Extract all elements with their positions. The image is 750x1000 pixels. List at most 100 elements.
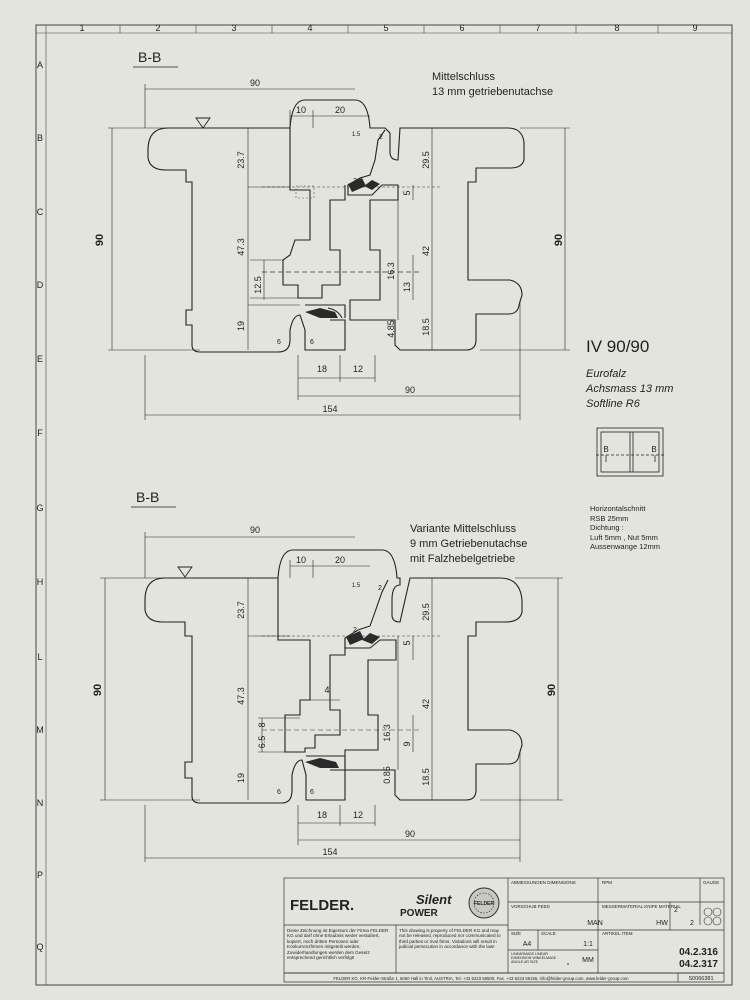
dim-12-5: 12.5	[253, 276, 263, 294]
model-number: IV 90/90	[586, 337, 649, 356]
dim-18: 18	[317, 364, 327, 374]
dim-6-5: 6.5	[257, 736, 267, 749]
spec-line3: Softline R6	[586, 398, 641, 410]
scale-label: SCALE	[541, 931, 556, 936]
section-1-title-line1: Mittelschluss	[432, 71, 495, 83]
dim-12: 12	[353, 810, 363, 820]
dim-12: 12	[353, 364, 363, 374]
dim-20: 20	[335, 555, 345, 565]
dim-42: 42	[421, 699, 431, 709]
section-2-title-line2: 9 mm Getriebenutachse	[410, 538, 527, 550]
section-1-dimension-lines	[108, 84, 570, 420]
column-label: 1	[79, 23, 84, 33]
dim-6a: 6	[277, 339, 281, 346]
scale-value: 1:1	[583, 941, 593, 948]
dim-19: 19	[236, 321, 246, 331]
row-label: G	[36, 503, 43, 513]
section-1-surface-mark	[195, 117, 211, 129]
dim-18-5: 18.5	[421, 768, 431, 786]
feed-value: MAN	[587, 920, 603, 927]
dim-right-90: 90	[546, 684, 558, 696]
section-1: B-B Mittelschluss 13 mm getriebenutachse	[94, 49, 570, 420]
size-label: SIZE	[511, 931, 521, 936]
knife-label: MESSERMATERIAL KNIFE MATERIAL	[602, 904, 681, 909]
drawing-code-1: 04.2.316	[679, 947, 718, 958]
spec-note: Horizontalschnitt	[590, 504, 646, 513]
section-1-title-line2: 13 mm getriebenutachse	[432, 86, 553, 98]
section-2-dimension-lines	[100, 532, 563, 862]
dim-1-5: 1.5	[352, 583, 361, 589]
dim-2a: 2	[378, 585, 382, 592]
row-label: B	[37, 133, 43, 143]
row-label: L	[37, 652, 42, 662]
dim-10: 10	[296, 555, 306, 565]
item-label: ARTIKEL ITEM	[602, 931, 633, 936]
dimensions-label: ABMESSUNGEN DIMENSIONS	[511, 880, 576, 885]
dim-18-5: 18.5	[421, 318, 431, 336]
section-2-title-line1: Variante Mittelschluss	[410, 523, 517, 535]
value-2: 2	[674, 907, 678, 914]
spec-note: RSB 25mm	[590, 514, 628, 523]
row-label: C	[37, 207, 44, 217]
dim-top-90: 90	[250, 525, 260, 535]
dim-6b: 6	[310, 789, 314, 796]
dim-2b: 2	[353, 178, 357, 185]
spec-note: Aussenwange 12mm	[590, 542, 660, 551]
window-label-right: B	[651, 445, 656, 454]
dim-8: 8	[257, 722, 267, 727]
section-2-title-line3: mit Falzhebelgetriebe	[410, 553, 515, 565]
dim-13: 13	[402, 282, 412, 292]
dim-29-5: 29.5	[421, 603, 431, 621]
row-label: D	[37, 280, 44, 290]
dim-2a: 2	[379, 134, 383, 141]
felder-seal-text: FELDER	[474, 901, 494, 907]
dim-16-3: 16.3	[382, 724, 392, 742]
feed-label: VORSCHUB FEED	[511, 904, 551, 909]
dim-47-3: 47.3	[236, 238, 246, 256]
dim-20: 20	[335, 105, 345, 115]
gauge-label: GAUGE	[703, 880, 719, 885]
rpm-label: RPM	[602, 880, 612, 885]
spec-line2: Achsmass 13 mm	[585, 383, 673, 395]
section-1-seals	[305, 178, 380, 318]
spec-note: Luft 5mm , Nut 5mm	[590, 533, 658, 542]
size-value: A4	[523, 941, 532, 948]
row-label: E	[37, 354, 43, 364]
dim-16-3: 16.3	[386, 262, 396, 280]
copyright-english: This drawing is property of FELDER KG an…	[399, 928, 501, 950]
dim-left-90: 90	[94, 234, 106, 246]
column-label: 9	[692, 23, 697, 33]
value-2b: 2	[690, 920, 694, 927]
dim-23-7: 23.7	[236, 151, 246, 169]
dim-1-5: 1.5	[352, 132, 361, 138]
column-label: 2	[155, 23, 160, 33]
spec-line1: Eurofalz	[586, 368, 627, 380]
silent-logo: Silent	[416, 892, 452, 907]
column-label: 4	[307, 23, 312, 33]
dim-6a: 6	[277, 789, 281, 796]
copyright-german: Diese Zeichnung ist Eigentum der Firma F…	[287, 928, 389, 961]
dim-23-7: 23.7	[236, 601, 246, 619]
brand-logo: FELDER.	[290, 897, 354, 914]
company-footer: FELDER KG, KR-Felder-Straße 1, 6060 Hall…	[333, 976, 629, 981]
unit-value: MM	[582, 957, 594, 964]
section-2-surface-mark	[177, 566, 193, 578]
dim-18: 18	[317, 810, 327, 820]
degree-value: °	[567, 962, 570, 970]
knife-value: HW	[656, 920, 668, 927]
row-label: Q	[36, 942, 43, 952]
dim-42: 42	[421, 246, 431, 256]
linear-dimension-label: LINEARMAßE LINEAR DIMENSION WINKELMAßE A…	[511, 952, 557, 965]
row-label: A	[37, 60, 43, 70]
outer-frame	[35, 24, 733, 986]
dim-5: 5	[402, 640, 412, 645]
section-1-label: B-B	[138, 49, 161, 65]
column-label: 3	[231, 23, 236, 33]
window-label-left: B	[603, 445, 608, 454]
row-label: F	[37, 428, 43, 438]
column-label: 8	[614, 23, 619, 33]
window-icon	[596, 427, 664, 477]
dim-right-90: 90	[553, 234, 565, 246]
